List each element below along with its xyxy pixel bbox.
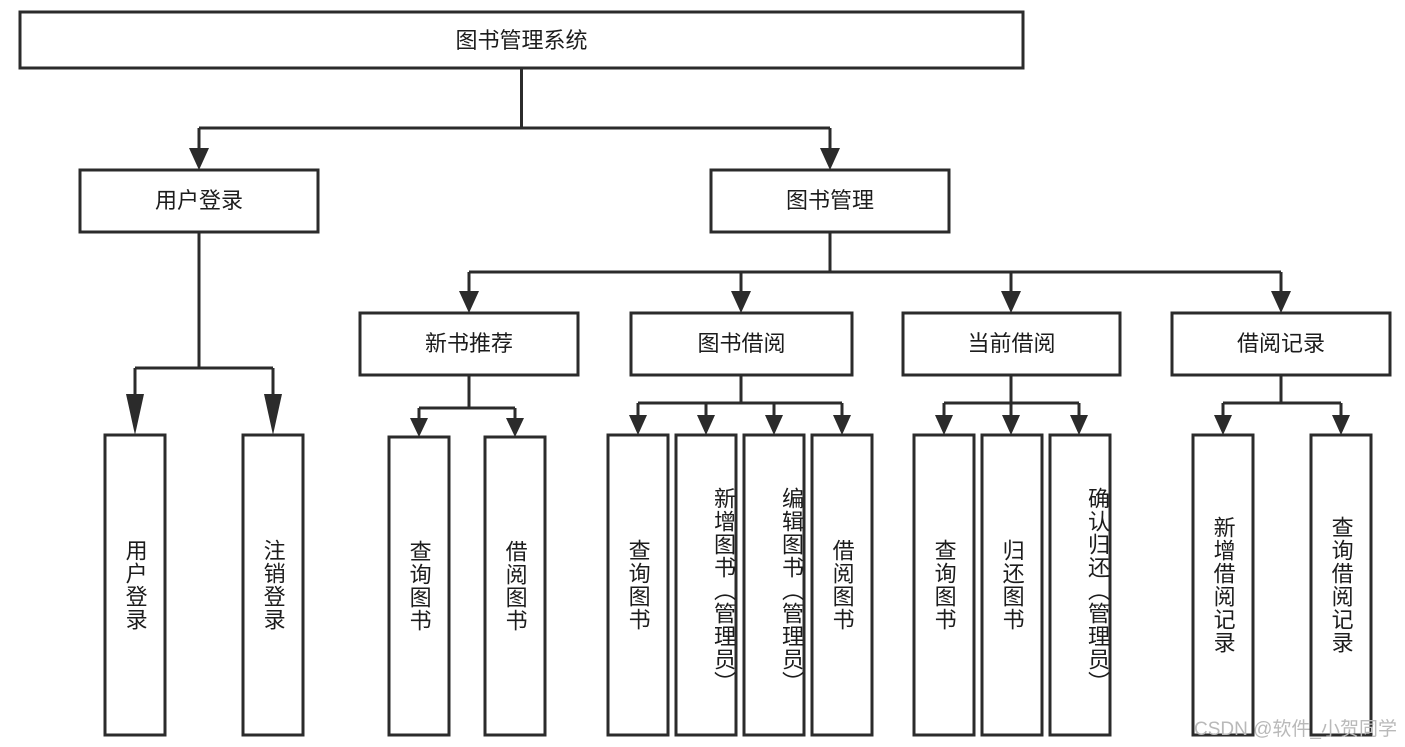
arrowhead-borrow-record-c2	[1332, 415, 1350, 435]
leaf-current-borrow-3-label: 确认归还（管理员）	[1085, 486, 1110, 694]
leaf-book-borrow-4[interactable]	[810, 433, 874, 737]
leaf-current-borrow-1[interactable]	[912, 433, 976, 737]
arrowhead-borrow-record-c1	[1214, 415, 1232, 435]
leaf-borrow-record-2-label: 查询借阅记录	[1328, 516, 1354, 654]
arrowhead-current-borrow-c2	[1002, 415, 1020, 435]
leaf-user-login-2[interactable]	[241, 433, 305, 737]
node-new-book-recommend-label: 新书推荐	[425, 331, 513, 356]
node-current-borrow-label: 当前借阅	[967, 331, 1055, 356]
node-book-manage[interactable]	[709, 168, 951, 234]
node-root[interactable]	[18, 10, 1025, 70]
leaf-current-borrow-3[interactable]	[1048, 433, 1112, 737]
node-user-login-label: 用户登录	[155, 188, 243, 213]
arrowhead-book-borrow-c3	[765, 415, 783, 435]
leaf-new-book-1-label: 查询图书	[406, 540, 432, 632]
arrowhead-user-login-c2	[264, 394, 282, 435]
node-layer: 图书管理系统 用户登录 图书管理 新书推荐 图书借阅 当前借阅 借阅记录	[18, 10, 1392, 737]
leaf-user-login-1-label: 用户登录	[122, 539, 148, 631]
node-root-label: 图书管理系统	[455, 28, 587, 53]
leaf-current-borrow-2[interactable]	[980, 433, 1044, 737]
leaf-new-book-2-label: 借阅图书	[502, 540, 528, 632]
leaf-book-borrow-3[interactable]	[742, 433, 806, 737]
arrowhead-current-borrow	[1001, 291, 1021, 313]
arrowhead-book-manage	[820, 148, 840, 170]
leaf-book-borrow-3-label: 编辑图书（管理员）	[779, 486, 804, 694]
node-book-manage-label: 图书管理	[786, 188, 874, 213]
arrowhead-new-book	[459, 291, 479, 313]
leaf-book-borrow-2-label: 新增图书（管理员）	[711, 486, 736, 694]
leaf-borrow-record-1-label: 新增借阅记录	[1210, 516, 1236, 654]
arrowhead-borrow-record	[1271, 291, 1291, 313]
arrowhead-book-borrow-c1	[629, 415, 647, 435]
leaf-book-borrow-4-label: 借阅图书	[829, 539, 855, 631]
arrowhead-user-login-c1	[126, 394, 144, 435]
leaf-new-book-2[interactable]	[483, 435, 547, 737]
node-current-borrow[interactable]	[901, 311, 1122, 377]
node-new-book-recommend[interactable]	[358, 311, 580, 377]
arrowhead-current-borrow-c3	[1070, 415, 1088, 435]
arrowhead-current-borrow-c1	[935, 415, 953, 435]
arrowhead-layer	[126, 148, 1350, 437]
node-book-borrow[interactable]	[629, 311, 854, 377]
arrowhead-book-borrow-c4	[833, 415, 851, 435]
node-borrow-record[interactable]	[1170, 311, 1392, 377]
leaf-book-borrow-2[interactable]	[674, 433, 738, 737]
leaf-book-borrow-1[interactable]	[606, 433, 670, 737]
leaf-current-borrow-2-label: 归还图书	[999, 539, 1025, 631]
leaf-user-login-2-label: 注销登录	[260, 539, 286, 631]
node-book-borrow-label: 图书借阅	[697, 331, 785, 356]
leaf-borrow-record-1[interactable]	[1191, 433, 1255, 737]
leaf-new-book-1[interactable]	[387, 435, 451, 737]
leaf-book-borrow-1-label: 查询图书	[625, 539, 651, 631]
node-user-login[interactable]	[78, 168, 320, 234]
leaf-current-borrow-1-label: 查询图书	[931, 539, 957, 631]
node-borrow-record-label: 借阅记录	[1237, 331, 1325, 356]
arrowhead-new-book-c1	[410, 418, 428, 437]
arrowhead-book-borrow	[731, 291, 751, 313]
arrowhead-user-login	[189, 148, 209, 170]
arrowhead-book-borrow-c2	[697, 415, 715, 435]
leaf-borrow-record-2[interactable]	[1309, 433, 1373, 737]
leaf-user-login-1[interactable]	[103, 433, 167, 737]
arrowhead-new-book-c2	[506, 418, 524, 437]
